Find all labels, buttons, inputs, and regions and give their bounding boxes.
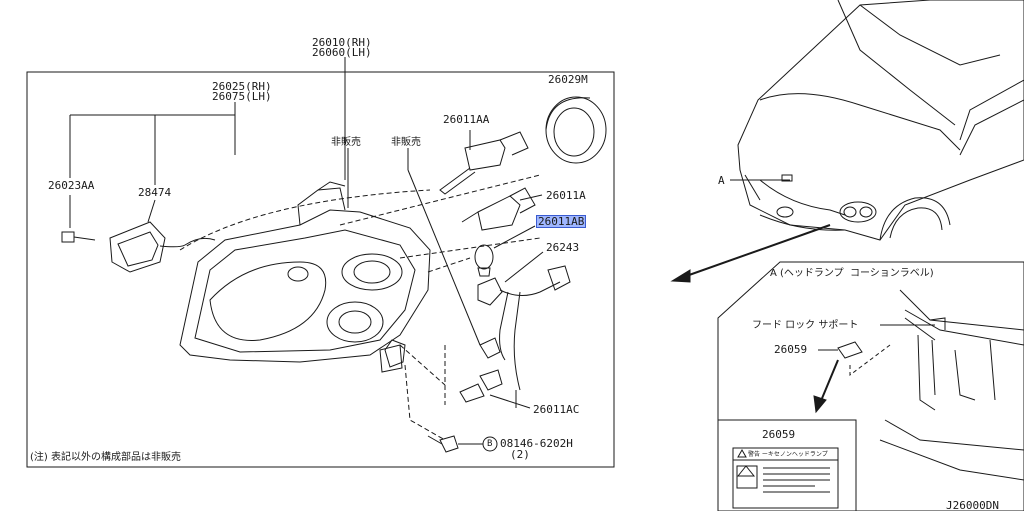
bulb-26011A	[477, 195, 521, 231]
not-sold-label-2: 非販売	[391, 137, 421, 148]
callout-26011AB[interactable]: 26011AB	[536, 215, 587, 228]
bolt-marker: B	[487, 439, 493, 449]
screw-26023AA	[61, 231, 75, 243]
callout-28474[interactable]: 28474	[138, 186, 172, 199]
label-card	[732, 447, 839, 509]
ballast-28474	[109, 221, 166, 273]
callout-26011A[interactable]: 26011A	[546, 189, 586, 202]
not-sold-label-1: 非販売	[331, 137, 361, 148]
bulb-26011AB	[474, 244, 494, 270]
assembly-number-rh[interactable]: 26010(RH)	[312, 36, 372, 49]
socket-26243	[477, 277, 503, 306]
point-a-label: A	[718, 174, 725, 187]
bulb-26011AC	[479, 369, 503, 391]
cap-26029M	[545, 96, 607, 164]
callout-26011AC[interactable]: 26011AC	[533, 403, 580, 416]
detail-title: A (ヘッドランプ コーションラベル)	[770, 268, 934, 279]
callout-26011AA[interactable]: 26011AA	[443, 113, 490, 126]
diagram-id: J26000DN	[946, 499, 999, 511]
label-card-box	[717, 419, 857, 511]
subassembly-number-lh[interactable]: 26075(LH)	[212, 90, 272, 103]
assembly-number-lh[interactable]: 26060(LH)	[312, 46, 372, 59]
label-card-heading: 警告 ーキセノンヘッドランプ	[748, 451, 828, 458]
bolt-quantity: (2)	[510, 448, 530, 461]
main-frame	[26, 71, 615, 468]
footnote: (注) 表記以外の構成部品は非販売	[30, 452, 181, 463]
callout-26029M[interactable]: 26029M	[548, 73, 588, 86]
car-body	[737, 0, 1024, 241]
label-card-part-number[interactable]: 26059	[762, 428, 796, 441]
bulb-26011AA	[464, 139, 506, 171]
callout-26059[interactable]: 26059	[774, 343, 808, 356]
caution-label-26059	[837, 341, 863, 359]
callout-bolt-08146[interactable]: 08146-6202H	[500, 437, 573, 450]
callout-26243[interactable]: 26243	[546, 241, 580, 254]
callout-26023AA[interactable]: 26023AA	[48, 179, 95, 192]
hood-lock-support-label: フード ロック サポート	[752, 320, 859, 331]
headlamp-housing	[179, 209, 431, 363]
subassembly-number-rh[interactable]: 26025(RH)	[212, 80, 272, 93]
bolt-08146	[439, 435, 459, 453]
